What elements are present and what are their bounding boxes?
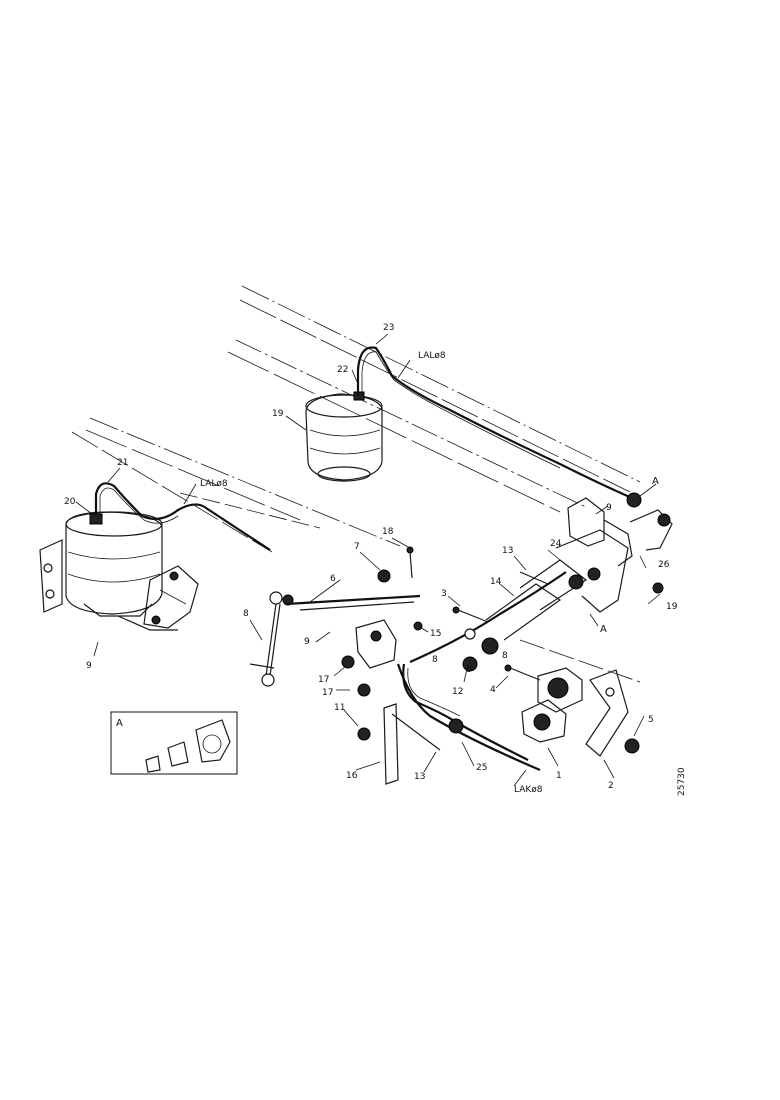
label-23: 23 bbox=[383, 323, 394, 333]
label-25: 25 bbox=[476, 763, 487, 773]
pipe-tag-left: LALø8 bbox=[200, 479, 228, 489]
levelling-valve bbox=[521, 667, 640, 757]
drawing-reference-number: 25730 bbox=[677, 767, 687, 796]
label-8-rod: 8 bbox=[243, 609, 249, 619]
label-3: 3 bbox=[441, 589, 447, 599]
label-8-mid: 8 bbox=[432, 655, 438, 665]
label-17-upper: 17 bbox=[318, 675, 329, 685]
detail-inset-a bbox=[110, 711, 238, 775]
label-8-lower: 8 bbox=[466, 665, 472, 675]
label-12: 12 bbox=[452, 687, 463, 697]
left-air-pipe bbox=[89, 482, 271, 551]
label-19-right: 19 bbox=[666, 602, 678, 612]
callout-a-frame: A bbox=[652, 476, 659, 487]
label-24: 24 bbox=[550, 539, 562, 549]
leader-lines bbox=[75, 333, 661, 787]
label-2: 2 bbox=[608, 781, 614, 791]
label-9-upper: 9 bbox=[606, 503, 612, 513]
label-19-upper: 19 bbox=[272, 409, 284, 419]
label-17-lower: 17 bbox=[322, 688, 333, 698]
upper-air-pipe bbox=[356, 346, 633, 500]
callout-a-bracket: A bbox=[600, 624, 607, 635]
label-11: 11 bbox=[334, 703, 345, 713]
pipe-tag-lower: LAKø8 bbox=[514, 785, 543, 795]
valve-bracket-arm bbox=[409, 492, 673, 664]
label-9-left: 9 bbox=[86, 661, 92, 671]
label-26: 26 bbox=[658, 560, 670, 570]
label-22: 22 bbox=[337, 365, 348, 375]
label-18: 18 bbox=[382, 527, 394, 537]
bolts bbox=[377, 546, 664, 681]
frame-rails bbox=[71, 285, 641, 683]
label-13-lower: 13 bbox=[414, 772, 425, 782]
label-14: 14 bbox=[490, 577, 502, 587]
item-labels: 23 22 19 21 20 9 8 6 7 18 3 13 14 24 9 2… bbox=[64, 323, 678, 791]
label-21: 21 bbox=[117, 458, 128, 468]
label-6: 6 bbox=[330, 574, 336, 584]
valve-mount-bracket bbox=[341, 619, 541, 785]
callout-a-inset: A bbox=[116, 718, 123, 729]
label-7: 7 bbox=[354, 542, 360, 552]
label-13: 13 bbox=[502, 546, 513, 556]
label-15: 15 bbox=[430, 629, 441, 639]
label-1: 1 bbox=[556, 771, 562, 781]
label-20: 20 bbox=[64, 497, 76, 507]
callout-letters: A A A bbox=[116, 476, 659, 729]
label-9-mid: 9 bbox=[304, 637, 310, 647]
label-16: 16 bbox=[346, 771, 358, 781]
label-5: 5 bbox=[648, 715, 654, 725]
pipe-tags: LALø8 LALø8 LAKø8 bbox=[200, 351, 543, 795]
pipe-tag-upper: LALø8 bbox=[418, 351, 446, 361]
label-8-right: 8 bbox=[502, 651, 508, 661]
label-4: 4 bbox=[490, 685, 496, 695]
upper-air-spring bbox=[305, 391, 383, 482]
levelling-rod-left bbox=[249, 591, 421, 687]
left-air-spring bbox=[39, 511, 199, 631]
lower-air-pipe bbox=[402, 656, 529, 761]
